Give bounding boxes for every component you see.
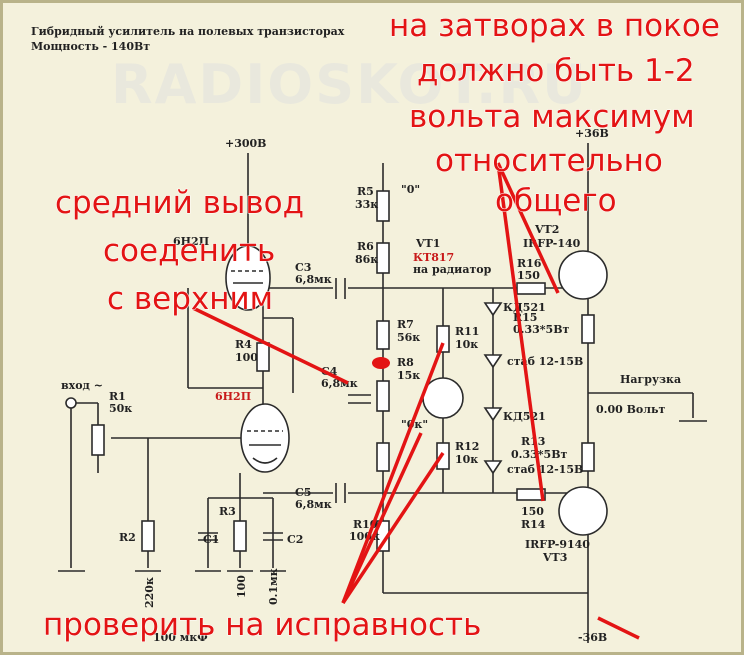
vt1-type: КТ817 [413, 251, 454, 264]
c2-value: 0.1мк [267, 568, 280, 605]
annotation-arrows [192, 162, 640, 640]
gate-note-line2: должно быть 1-2 [417, 53, 695, 89]
c2-name: C2 [287, 533, 303, 546]
r7-value: 56к [397, 331, 420, 344]
resistor-r4 [256, 342, 270, 372]
gate-note-line1: на затворах в покое [389, 8, 720, 44]
zener2-label: стаб 12-15В [507, 463, 583, 476]
r15-value: 0.33*5Вт [513, 323, 569, 336]
r9-value: "0к" [401, 418, 428, 431]
r3-value: 100 [235, 575, 248, 598]
resistor-r5 [376, 190, 390, 222]
input-jack-icon [65, 397, 77, 409]
r13-value: 0.33*5Вт [511, 448, 567, 461]
resistor-r8 [376, 380, 390, 412]
c3-name: C3 [295, 261, 311, 274]
vt3-type: IRFP-9140 [525, 538, 590, 551]
gate-note-line5: общего [495, 183, 617, 219]
resistor-r13 [581, 442, 595, 472]
diode1-label: КД521 [503, 301, 546, 314]
middle-pin-line3: с верхним [107, 281, 273, 317]
capacitors [198, 278, 371, 541]
r11-value: 10к [455, 338, 478, 351]
vt3-mosfet-icon [558, 486, 608, 536]
gate-note-line4: относительно [435, 143, 663, 179]
middle-pin-line1: средний вывод [55, 185, 304, 221]
r4-value: 100 [235, 351, 258, 364]
r14-value: 150 [521, 505, 544, 518]
resistor-r14 [516, 488, 546, 501]
check-note: проверить на исправность [43, 607, 481, 643]
zero-volt-label: 0.00 Вольт [596, 403, 665, 416]
schematic-diagram: Гибридный усилитель на полевых транзисто… [31, 8, 720, 645]
c1-name: C1 [203, 533, 219, 546]
vt2-name: VT2 [534, 223, 559, 236]
r6-value: 86к [355, 253, 378, 266]
r13-name: R13 [521, 435, 545, 448]
r1-value: 50к [109, 402, 132, 415]
diode2-label: КД521 [503, 410, 546, 423]
resistor-r2 [141, 520, 155, 552]
watermark-logo: RADIOSKOT.RU [111, 53, 588, 116]
c3-value: 6,8мк [295, 273, 332, 286]
supply-300-label: +300В [225, 137, 266, 150]
resistor-r11 [436, 325, 450, 353]
vt1-name: VT1 [415, 237, 440, 250]
r5-zero-label: "0" [401, 183, 420, 196]
resistors [91, 190, 595, 552]
r5-value: 33к [355, 198, 378, 211]
tube-6n2p-bottom [240, 403, 290, 473]
r3-name: R3 [219, 505, 236, 518]
r2-name: R2 [119, 531, 136, 544]
r16-name: R16 [517, 257, 542, 270]
input-label: вход ~ [61, 379, 103, 392]
r8-name: R8 [397, 356, 414, 369]
tube-6n2p-top [225, 245, 271, 311]
resistor-r16 [516, 282, 546, 295]
gate-note-line3: вольта максимум [409, 99, 695, 135]
marker-dot [372, 357, 390, 369]
resistor-r7 [376, 320, 390, 350]
zener1-label: стаб 12-15В [507, 355, 583, 368]
schematic-title: Гибридный усилитель на полевых транзисто… [31, 25, 345, 38]
resistor-r1 [91, 424, 105, 456]
middle-pin-line2: соеденить [103, 233, 275, 269]
r7-name: R7 [397, 318, 414, 331]
supply-minus36-label: -36В [578, 631, 607, 644]
vt3-name: VT3 [542, 551, 567, 564]
r5-name: R5 [357, 185, 374, 198]
r16-value: 150 [517, 269, 540, 282]
diodes [483, 302, 503, 475]
resistor-r3 [233, 520, 247, 552]
r8-value: 15к [397, 369, 420, 382]
r1-name: R1 [109, 390, 126, 403]
c4-value: 6,8мк [321, 377, 358, 390]
vt1-note: на радиатор [413, 263, 492, 276]
r12-name: R12 [455, 440, 479, 453]
resistor-r9 [376, 442, 390, 472]
r14-name: R14 [521, 518, 546, 531]
resistor-r6 [376, 242, 390, 274]
r6-name: R6 [357, 240, 374, 253]
r11-name: R11 [455, 325, 479, 338]
c5-name: C5 [295, 486, 311, 499]
tube1-label: 6Н2П [173, 235, 209, 248]
resistor-r15 [581, 314, 595, 344]
ground-symbols [58, 420, 707, 572]
c1-value: 100 мкФ [153, 631, 208, 644]
r12-value: 10к [455, 453, 478, 466]
tube2-label: 6Н2П [215, 390, 251, 403]
r2-value: 220к [143, 577, 156, 608]
r4-name: R4 [235, 338, 252, 351]
supply-plus36-label: +36В [575, 127, 609, 140]
c5-value: 6,8мк [295, 498, 332, 511]
schematic-power: Мощность - 140Вт [31, 40, 150, 53]
load-label: Нагрузка [620, 373, 681, 386]
vt2-mosfet-icon [558, 250, 608, 300]
